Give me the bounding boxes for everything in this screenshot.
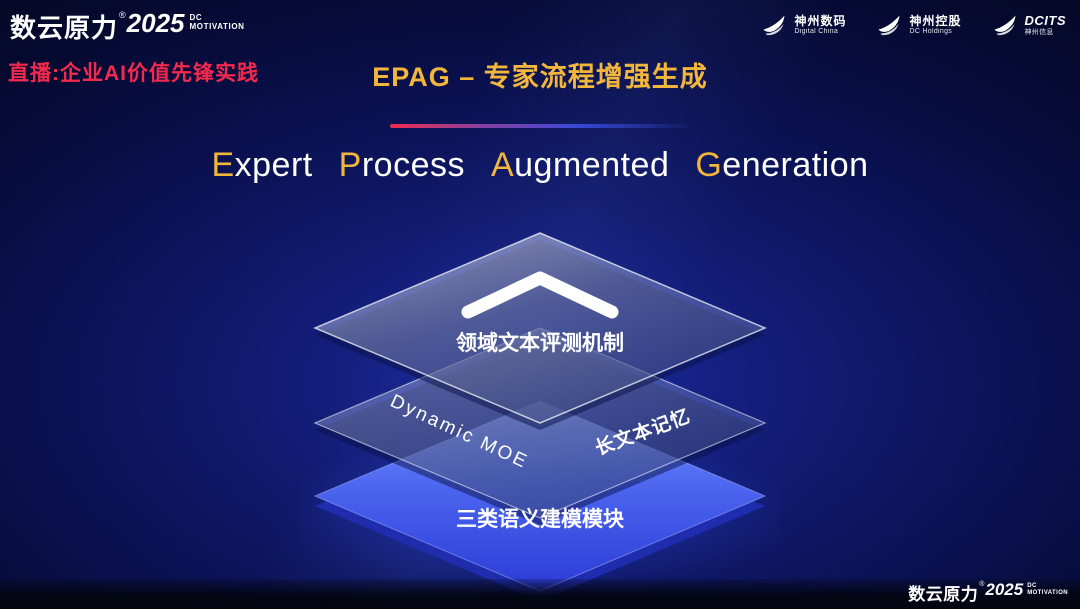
- brand-subtitle: DC MOTIVATION: [190, 13, 245, 31]
- partner-digital-china: 神州数码 Digital China: [761, 12, 846, 38]
- partner-name: 神州数码: [794, 13, 847, 28]
- brand-year: 2025: [126, 8, 185, 38]
- partner-label: 神州控股 DC Holdings: [909, 14, 961, 37]
- up-chevron-icon: [461, 271, 619, 319]
- partner-dc-holdings: 神州控股 DC Holdings: [876, 12, 961, 38]
- brand-logo: 数云原力 ® 2025 DC MOTIVATION: [10, 8, 245, 45]
- partner-name: 神州控股: [909, 13, 962, 28]
- trademark-symbol: ®: [119, 10, 126, 20]
- bottom-layer-label: 三类语义建模模块: [456, 507, 625, 531]
- title-word-process: Process: [338, 146, 465, 184]
- footer-bar: [0, 579, 1080, 609]
- partner-logos: 神州数码 Digital China 神州控股 DC Holdings: [761, 12, 1066, 38]
- footer-brand-year: 2025: [985, 580, 1024, 599]
- footer-brand-sub-line2: MOTIVATION: [1027, 589, 1068, 596]
- top-layer-diamond: [313, 232, 767, 424]
- partner-subtitle: 神州信息: [1024, 28, 1054, 36]
- brand-name: 数云原力: [10, 13, 119, 43]
- partner-name: DCITS: [1024, 13, 1066, 28]
- slide-title: EPAG – 专家流程增强生成: [372, 62, 708, 92]
- partner-label: 神州数码 Digital China: [794, 14, 846, 37]
- brand-sub-line2: MOTIVATION: [189, 22, 245, 32]
- footer-brand-logo: 数云原力 ® 2025 DC MOTIVATION: [908, 580, 1068, 605]
- footer-brand-subtitle: DC MOTIVATION: [1027, 583, 1068, 597]
- live-stream-tag: 直播:企业AI价值先锋实践: [8, 62, 259, 85]
- gradient-divider: [390, 124, 690, 128]
- dcits-swoosh-icon: [992, 12, 1018, 38]
- title-word-generation: Generation: [695, 146, 869, 184]
- digital-china-swoosh-icon: [761, 12, 787, 38]
- partner-label: DCITS 神州信息: [1025, 13, 1067, 37]
- main-english-title: Expert Process Augmented Generation: [0, 146, 1080, 185]
- footer-brand-sub-line1: DC: [1027, 583, 1037, 589]
- top-layer-label: 领域文本评测机制: [456, 331, 624, 355]
- brand-sub-line1: DC: [189, 13, 203, 22]
- title-word-expert: Expert: [211, 146, 313, 184]
- layer-stack-diagram: 领域文本评测机制 Dynamic MOE 长文本记忆 三类语义建模模块: [272, 228, 808, 603]
- partner-subtitle: DC Holdings: [909, 28, 953, 35]
- footer-trademark-symbol: ®: [979, 581, 985, 588]
- title-word-augmented: Augmented: [490, 146, 670, 184]
- partner-dcits: DCITS 神州信息: [992, 12, 1067, 38]
- dc-holdings-swoosh-icon: [876, 12, 902, 38]
- partner-subtitle: Digital China: [794, 28, 839, 35]
- footer-brand-name: 数云原力: [908, 585, 979, 604]
